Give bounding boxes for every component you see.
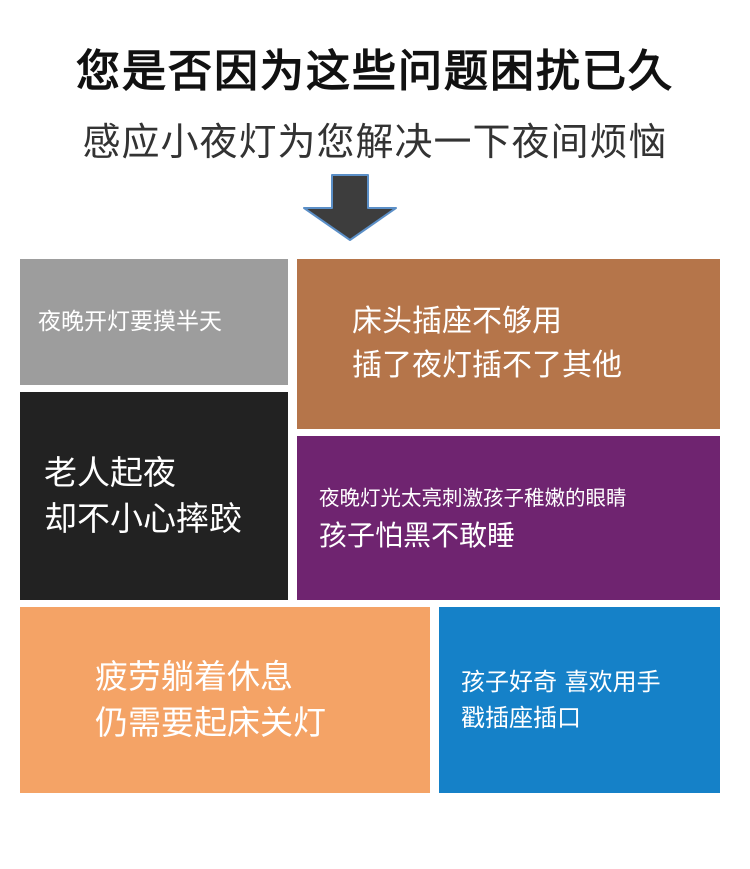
problem-tile-child-socket-safety: 孩子好奇 喜欢用手 戳插座插口 <box>439 607 720 793</box>
page-subtitle: 感应小夜灯为您解决一下夜间烦恼 <box>82 120 668 164</box>
tile-line: 戳插座插口 <box>461 704 581 732</box>
problem-tile-get-up-switch-off: 疲劳躺着休息 仍需要起床关灯 <box>20 607 430 793</box>
tile-line: 孩子怕黑不敢睡 <box>319 519 516 552</box>
tile-line: 疲劳躺着休息 <box>95 657 293 696</box>
tile-line: 仍需要起床关灯 <box>95 703 326 742</box>
tile-line: 床头插座不够用 <box>352 304 562 339</box>
problem-tile-elderly-fall: 老人起夜 却不小心摔跤 <box>20 392 288 600</box>
tile-line: 夜晚开灯要摸半天 <box>38 309 222 335</box>
problem-tile-find-light: 夜晚开灯要摸半天 <box>20 259 288 385</box>
tile-line: 夜晚灯光太亮刺激孩子稚嫩的眼睛 <box>319 486 627 510</box>
problem-tile-socket-shortage: 床头插座不够用 插了夜灯插不了其他 <box>297 259 720 429</box>
tile-line: 却不小心摔跤 <box>44 499 242 538</box>
tile-line: 老人起夜 <box>44 453 176 492</box>
down-arrow-icon <box>303 174 397 241</box>
problem-tile-bright-light: 夜晚灯光太亮刺激孩子稚嫩的眼睛 孩子怕黑不敢睡 <box>297 436 720 600</box>
tile-line: 插了夜灯插不了其他 <box>352 348 622 383</box>
tile-line: 孩子好奇 喜欢用手 <box>461 668 661 696</box>
page-title: 您是否因为这些问题困扰已久 <box>76 46 674 97</box>
